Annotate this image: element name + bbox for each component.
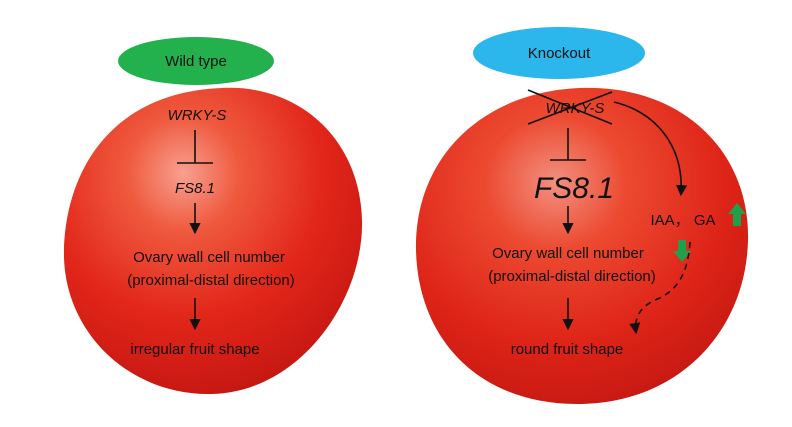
wild-type-outcome: irregular fruit shape	[130, 341, 259, 358]
knockout-badge	[473, 27, 645, 79]
cell-number-down-arrow	[673, 240, 691, 262]
knockout-cell-line2: (proximal-distal direction)	[488, 268, 656, 285]
wild-type-fruit	[63, 87, 363, 395]
knockout-cross-2	[527, 91, 613, 125]
wild-type-badge-label: Wild type	[165, 53, 227, 70]
knockout-cell-line1: Ovary wall cell number	[492, 245, 644, 262]
knockout-outcome: round fruit shape	[511, 341, 624, 358]
wild-type-badge	[118, 37, 274, 85]
knockout-cross-1	[527, 89, 613, 125]
knockout-hormones: IAA， GA	[650, 212, 715, 229]
dashed-arrow-hormones-to-shape	[629, 241, 691, 335]
wild-type-panel: Wild type WRKY-S FS8.1 Ovary wall cell n…	[63, 37, 363, 395]
wild-type-cell-line1: Ovary wall cell number	[133, 249, 285, 266]
knockout-badge-label: Knockout	[528, 45, 591, 62]
arrow-wrky-to-hormones	[613, 101, 688, 197]
ga-up-arrow	[728, 203, 746, 226]
knockout-panel: Knockout WRKY-S FS8.1 IAA， GA Ovary wall…	[415, 27, 749, 405]
wild-type-gene-label: WRKY-S	[168, 107, 227, 124]
wild-type-cell-line2: (proximal-distal direction)	[127, 272, 295, 289]
wild-type-fs81-label: FS8.1	[175, 180, 215, 197]
knockout-fruit	[415, 87, 749, 405]
knockout-fs81-label: FS8.1	[534, 172, 614, 205]
